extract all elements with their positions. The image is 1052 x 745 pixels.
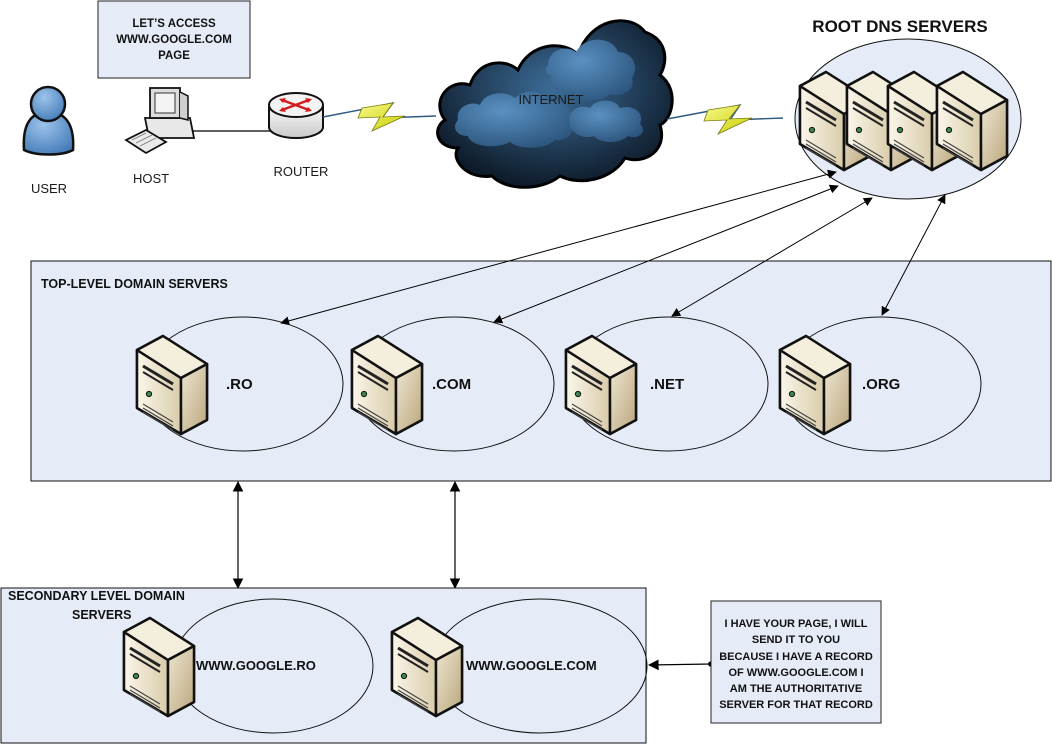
- note-top-line: PAGE: [158, 50, 190, 62]
- root-to-net-arrow: [671, 197, 873, 317]
- sld-heading-line: SECONDARY LEVEL DOMAIN: [8, 589, 185, 603]
- host-computer-icon: [124, 87, 196, 155]
- wan-link-lightning-icon: [322, 101, 437, 132]
- root-dns-servers-group: [794, 38, 1022, 200]
- note-top-box: LET’S ACCESS WWW.GOOGLE.COM PAGE: [97, 0, 251, 79]
- tld-panel: TOP-LEVEL DOMAIN SERVERS .RO .COM .NET .…: [30, 260, 1052, 482]
- sld-panel: SECONDARY LEVEL DOMAIN SERVERS WWW.GOOGL…: [0, 587, 648, 744]
- tld-label: .ORG: [862, 376, 900, 393]
- note-top-line: LET’S ACCESS: [132, 18, 216, 30]
- tld-heading: TOP-LEVEL DOMAIN SERVERS: [41, 277, 228, 291]
- router-label: ROUTER: [274, 164, 329, 179]
- host-label: HOST: [133, 171, 169, 186]
- sld-server-google-com[interactable]: WWW.GOOGLE.COM: [390, 598, 648, 734]
- note-bottom-line: SEND IT TO YOU: [752, 634, 840, 646]
- internet-label: INTERNET: [519, 92, 584, 107]
- sld-label: WWW.GOOGLE.COM: [466, 658, 597, 673]
- tld-label: .NET: [650, 376, 684, 393]
- sld-heading-line: SERVERS: [72, 608, 132, 622]
- sld-label: WWW.GOOGLE.RO: [196, 658, 316, 673]
- user-label: USER: [31, 181, 67, 196]
- tld-server-ro[interactable]: .RO: [135, 316, 344, 452]
- note-pointer-arrow: [647, 659, 712, 671]
- note-bottom-line: BECAUSE I HAVE A RECORD: [719, 651, 873, 663]
- tld-server-org[interactable]: .ORG: [778, 316, 982, 452]
- note-bottom-box: I HAVE YOUR PAGE, I WILL SEND IT TO YOU …: [710, 600, 882, 724]
- tld-label: .COM: [432, 376, 471, 393]
- root-dns-title: ROOT DNS SERVERS: [812, 17, 987, 36]
- user-icon: [22, 85, 75, 156]
- root-to-org-arrow: [881, 194, 946, 316]
- sld-server-google-ro[interactable]: WWW.GOOGLE.RO: [122, 598, 374, 734]
- tld-label: .RO: [226, 376, 253, 393]
- internet-cloud-icon: [436, 19, 674, 189]
- router-icon: [268, 92, 324, 139]
- note-bottom-line: OF WWW.GOOGLE.COM I: [728, 667, 863, 679]
- note-top-line: WWW.GOOGLE.COM: [116, 34, 232, 46]
- note-bottom-line: SERVER FOR THAT RECORD: [719, 699, 873, 711]
- note-bottom-line: I HAVE YOUR PAGE, I WILL: [724, 618, 867, 630]
- wan-link-lightning-icon: [666, 103, 784, 135]
- note-bottom-line: AM THE AUTHORITATIVE: [730, 683, 862, 695]
